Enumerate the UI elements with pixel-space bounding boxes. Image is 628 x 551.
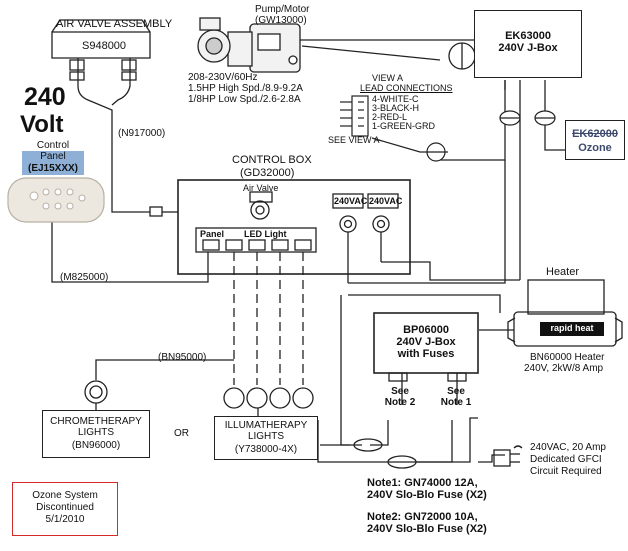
note1-ref: Note 1 (440, 397, 472, 408)
or-label: OR (174, 428, 189, 439)
illuma-name: ILLUMATHERAPY (224, 420, 308, 431)
control-panel-part: (EJ15XXX) (27, 163, 79, 174)
note2-ref: Note 2 (384, 397, 416, 408)
air-valve-assembly-title: AIR VALVE ASSEMBLY (56, 18, 173, 30)
control-panel-label-2: Panel (40, 151, 66, 162)
note2-line1: Note2: GN72000 10A, (367, 511, 478, 523)
illuma-box (214, 416, 318, 460)
control-panel-label: Control (36, 140, 70, 151)
ozone-notice-line1: Ozone System (32, 490, 98, 501)
note1-line2: 240V Slo-Blo Fuse (X2) (367, 489, 487, 501)
voltage-unit: Volt (20, 111, 64, 138)
chromo-name: CHROMETHERAPY (50, 416, 142, 427)
gfci-line1: 240VAC, 20 Amp (530, 442, 606, 453)
ozone-box (565, 120, 625, 160)
see-note2: See (391, 386, 409, 397)
chromo-box (42, 410, 150, 458)
note2-line2: 240V Slo-Blo Fuse (X2) (367, 523, 487, 535)
ozone-label: Ozone (578, 142, 612, 154)
see-note1: See (447, 386, 465, 397)
view-a-lead-4: 4-WHITE-C (372, 94, 419, 104)
ek63000-desc: 240V J-Box (498, 42, 558, 54)
air-valve-assembly-part: S948000 (82, 40, 127, 52)
control-box-part: (GD32000) (240, 167, 295, 179)
heater-title: Heater (546, 266, 580, 278)
ek63000-part: EK63000 (505, 30, 551, 42)
control-box-title: CONTROL BOX (232, 154, 312, 166)
heater-model: BN60000 Heater (530, 352, 605, 363)
gfci-line2: Dedicated GFCI (530, 454, 602, 465)
illuma-part: (Y738000-4X) (234, 444, 298, 455)
ozone-part: EK62000 (572, 128, 618, 140)
illuma-name-2: LIGHTS (247, 431, 285, 442)
pump-spec-voltage: 208-230V/60Hz (188, 72, 258, 83)
pump-spec-low: 1/8HP Low Spd./2.6-2.8A (188, 94, 301, 105)
view-a-see: SEE VIEW A (328, 135, 380, 145)
air-valve-label: Air Valve (243, 183, 279, 193)
pump-spec-high: 1.5HP High Spd./8.9-9.2A (188, 83, 303, 94)
view-a-subtitle: LEAD CONNECTIONS (360, 83, 453, 93)
control-panel-cable-part: (M825000) (60, 272, 109, 283)
rapid-heat-logo: rapid heat (550, 323, 594, 333)
ozone-discontinued-notice (12, 482, 118, 536)
panel-port-label: Panel (200, 229, 225, 239)
air-hose-part: (N917000) (118, 128, 166, 139)
ek63000-box (474, 10, 582, 78)
view-a-lead-3: 3-BLACK-H (372, 103, 420, 113)
control-panel-label-bg (22, 151, 84, 175)
bp06000-part: BP06000 (403, 324, 449, 336)
ozone-notice-line2: Discontinued (36, 502, 94, 513)
pump-title: Pump/Motor (255, 4, 310, 15)
voltage-number: 240 (24, 83, 66, 111)
output-240vac-1: 240VAC (334, 196, 368, 206)
view-a-lead-1: 1-GREEN-GRD (372, 121, 436, 131)
gfci-line3: Circuit Required (530, 466, 602, 477)
bp06000-desc1: 240V J-Box (396, 336, 456, 348)
view-a-lead-2: 2-RED-L (372, 112, 408, 122)
chromo-part: (BN96000) (71, 440, 121, 451)
bn95000-cable: (BN95000) (158, 352, 207, 363)
output-240vac-2: 240VAC (369, 196, 403, 206)
ozone-notice-line3: 5/1/2010 (45, 514, 85, 525)
bp06000-desc2: with Fuses (397, 348, 455, 360)
heater-spec: 240V, 2kW/8 Amp (524, 363, 604, 374)
view-a-title: VIEW A (372, 73, 404, 83)
led-light-label: LED Light (244, 229, 287, 239)
chromo-name-2: LIGHTS (77, 427, 115, 438)
note1-line1: Note1: GN74000 12A, (367, 477, 478, 489)
pump-part: (GW13000) (255, 15, 307, 26)
